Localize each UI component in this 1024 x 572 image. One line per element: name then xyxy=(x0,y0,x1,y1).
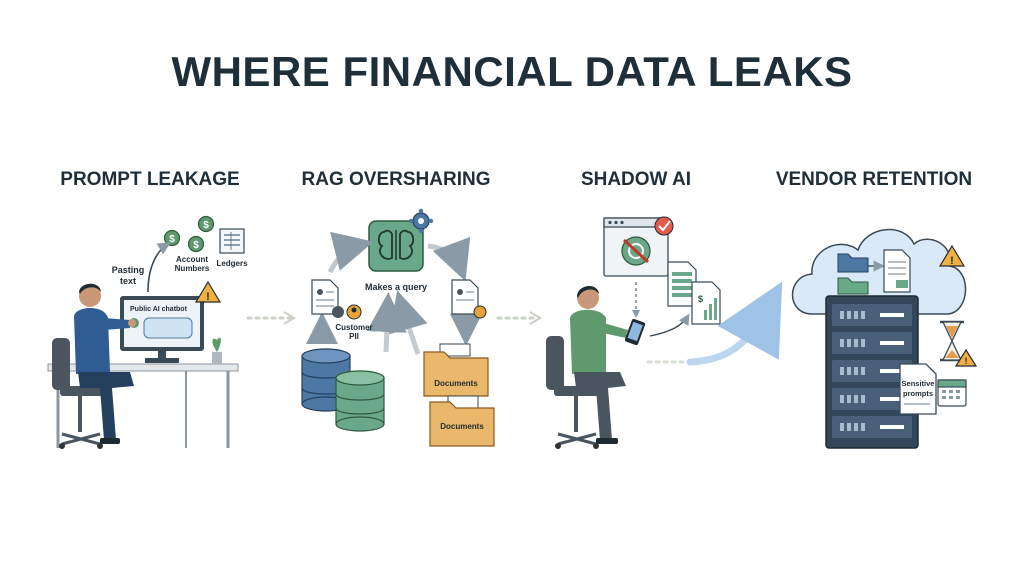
ledgers-label: Ledgers xyxy=(216,259,248,268)
svg-text:!: ! xyxy=(950,255,954,267)
flow-connector xyxy=(246,311,296,325)
folder-icon xyxy=(837,253,869,273)
makes-query-label: Makes a query xyxy=(365,282,427,292)
financial-report-icon: $ xyxy=(691,281,721,325)
curved-arrow-icon xyxy=(427,236,471,282)
svg-text:$: $ xyxy=(698,294,703,304)
account-numbers-label-line2: Numbers xyxy=(175,264,210,273)
user-avatar-icon xyxy=(332,304,362,320)
hourglass-icon xyxy=(940,320,964,362)
calendar-icon xyxy=(937,379,967,407)
page-title: WHERE FINANCIAL DATA LEAKS xyxy=(171,48,853,95)
arrow-up-icon xyxy=(389,290,428,355)
office-chair xyxy=(52,338,106,449)
chat-input-box xyxy=(143,317,193,339)
gear-icon xyxy=(408,208,434,234)
rag-oversharing-illustration: Makes a query Customer PII xyxy=(301,208,495,447)
plant-icon xyxy=(212,337,222,364)
arrow-up-icon xyxy=(366,292,407,353)
dollar-coin-icon: $ xyxy=(187,235,205,253)
sensitive-prompts-label-line2: prompts xyxy=(903,389,933,398)
sensitive-prompts-document-icon xyxy=(899,363,937,415)
svg-text:$: $ xyxy=(169,234,175,245)
pasting-text-label-line1: Pasting xyxy=(112,265,145,275)
prompt-leakage-illustration: $ $ $ Account Numbers Ledgers Pasting te… xyxy=(47,215,248,449)
document-icon xyxy=(883,249,911,293)
warning-icon: ! xyxy=(954,348,978,367)
public-chatbot-label: Public AI chatbot xyxy=(130,306,188,313)
customer-pii-label-line1: Customer xyxy=(335,323,372,332)
svg-text:$: $ xyxy=(203,220,209,231)
flow-connector xyxy=(646,281,783,366)
customer-document-icon xyxy=(451,279,487,319)
section-title-rag-oversharing: RAG OVERSHARING xyxy=(301,169,491,190)
dollar-coin-icon: $ xyxy=(197,215,215,233)
account-numbers-label-line1: Account xyxy=(176,255,208,264)
desk xyxy=(47,363,239,372)
section-title-vendor-retention: VENDOR RETENTION xyxy=(775,169,973,190)
svg-text:!: ! xyxy=(206,291,210,303)
shadow-ai-illustration: $ xyxy=(546,216,721,449)
ai-brain-icon xyxy=(368,220,424,272)
browser-window-icon xyxy=(603,217,669,277)
folder-icon xyxy=(429,395,495,447)
pasting-text-label-line2: text xyxy=(120,276,136,286)
documents-label-2: Documents xyxy=(440,422,484,431)
dollar-coin-icon: $ xyxy=(163,229,181,247)
flow-connector xyxy=(496,311,542,325)
checkmark-icon xyxy=(654,216,674,236)
arrow-icon xyxy=(649,313,690,337)
cloud-icon xyxy=(791,228,967,315)
server-rack-icon xyxy=(825,295,919,449)
spreadsheet-icon xyxy=(667,261,697,307)
person-figure xyxy=(570,285,634,444)
warning-icon: ! xyxy=(194,280,222,303)
sensitive-prompts-label-line1: Sensitive xyxy=(902,379,935,388)
smartphone-icon xyxy=(624,318,646,346)
office-chair xyxy=(546,336,600,449)
folder-icon xyxy=(837,277,869,295)
warning-icon: ! xyxy=(938,244,966,267)
upload-arrow-icon xyxy=(147,242,171,293)
section-title-prompt-leakage: PROMPT LEAKAGE xyxy=(60,169,240,190)
ledger-icon xyxy=(219,228,245,254)
svg-text:$: $ xyxy=(193,240,199,251)
section-title-shadow-ai: SHADOW AI xyxy=(580,169,692,190)
database-icon xyxy=(335,370,385,432)
svg-text:!: ! xyxy=(965,356,968,366)
vendor-retention-illustration: ! xyxy=(791,228,978,449)
person-figure xyxy=(74,283,136,444)
folder-icon xyxy=(423,343,489,397)
customer-document-icon xyxy=(311,279,339,315)
customer-pii-label-line2: PII xyxy=(349,332,359,341)
documents-label-1: Documents xyxy=(434,379,478,388)
curved-arrow-icon xyxy=(327,231,374,274)
